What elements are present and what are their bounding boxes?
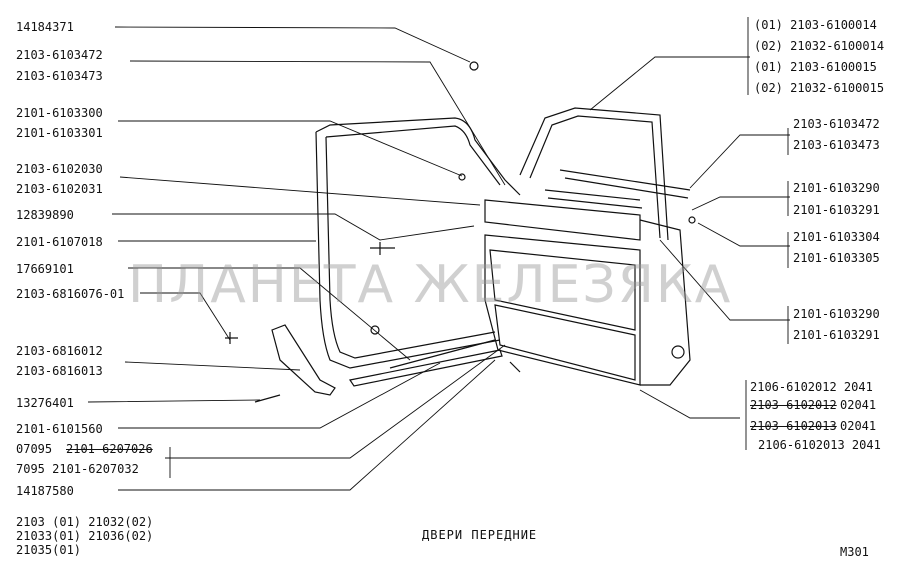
part-label: 2103-6103472: [793, 117, 880, 131]
part-label: (01) 2103-6100014: [754, 18, 877, 32]
part-label: 2101-6103300: [16, 106, 103, 120]
part-label: 2103-6816013: [16, 364, 103, 378]
part-label: 14184371: [16, 20, 74, 34]
inner-molding: [484, 199, 641, 241]
sill-strip-2: [389, 339, 496, 369]
part-label: (01) 2103-6100015: [754, 60, 877, 74]
glass-channel: [559, 169, 691, 199]
leader-lines-left: [87, 26, 506, 491]
part-label: 2101-6103291: [793, 328, 880, 342]
part-label: 2101-6103291: [793, 203, 880, 217]
part-label-struck: 2101-6207026: [66, 442, 153, 456]
part-label: 2103-6816076-01: [16, 287, 125, 301]
part-label: 7095 2101-6207032: [16, 462, 139, 476]
part-label: 2103-6103473: [16, 69, 103, 83]
model-list-line: 21035(01): [16, 543, 82, 557]
door-seal-outline-left: [315, 131, 501, 369]
rod-fastener: [509, 361, 521, 373]
part-label: 2106-6102013 2041: [758, 438, 881, 452]
trim-panel-armrest: [489, 249, 636, 331]
screw-fastener: [254, 394, 281, 403]
clip-fastener: [469, 61, 479, 71]
door-seal-outline: [315, 117, 521, 196]
door-seal-inner: [325, 125, 501, 186]
plug-fastener: [225, 332, 238, 344]
window-frame-inner: [529, 115, 661, 239]
part-label: 02041: [840, 419, 877, 433]
door-seal-inner-left: [325, 136, 496, 359]
part-label: 2101-6101560: [16, 422, 103, 436]
part-label: 2103-6816012: [16, 344, 103, 358]
part-label: 2101-6103290: [793, 307, 880, 321]
part-label: 13276401: [16, 396, 74, 410]
part-label: 2101-6103290: [793, 181, 880, 195]
part-label: 02041: [840, 398, 877, 412]
part-label: 07095: [16, 442, 53, 456]
lock-knob: [671, 345, 685, 359]
part-label: 2103-6103472: [16, 48, 103, 62]
part-label: 2101-6103301: [16, 126, 103, 140]
sheet-number: M301: [840, 545, 869, 559]
part-label: 2101-6107018: [16, 235, 103, 249]
clip-right: [688, 216, 696, 224]
watermark: ПЛАНЕТА ЖЕЛЕЗЯКА: [128, 255, 733, 315]
window-frame: [519, 107, 669, 241]
part-label: (02) 21032-6100015: [754, 81, 885, 95]
part-label: 2101-6103304: [793, 230, 880, 244]
part-label: 2103-6103473: [793, 138, 880, 152]
bolt-fastener: [370, 242, 395, 255]
page-title: ДВЕРИ ПЕРЕДНИЕ: [422, 528, 538, 542]
clip-fastener-2: [458, 173, 466, 181]
part-label: 14187580: [16, 484, 74, 498]
part-label: 2106-6102012 2041: [750, 380, 873, 394]
part-label-struck: 2103-6102013: [750, 419, 837, 433]
part-label: (02) 21032-6100014: [754, 39, 885, 53]
part-label: 2101-6103305: [793, 251, 880, 265]
door-body-edge: [639, 219, 691, 386]
trim-pocket: [494, 304, 636, 381]
sill-strip: [349, 349, 503, 387]
part-label-struck: 2103-6102012: [750, 398, 837, 412]
armrest-pad: [271, 324, 336, 396]
door-trim-panel: [484, 234, 641, 386]
part-label: 2103-6102031: [16, 182, 103, 196]
model-list-line: 21033(01) 21036(02): [16, 529, 154, 543]
model-list-line: 2103 (01) 21032(02): [16, 515, 154, 529]
screw-head: [370, 325, 380, 335]
part-label: 2103-6102030: [16, 162, 103, 176]
belt-molding: [544, 189, 643, 209]
part-label: 12839890: [16, 208, 74, 222]
leader-lines-right: [589, 17, 790, 450]
part-label: 17669101: [16, 262, 74, 276]
